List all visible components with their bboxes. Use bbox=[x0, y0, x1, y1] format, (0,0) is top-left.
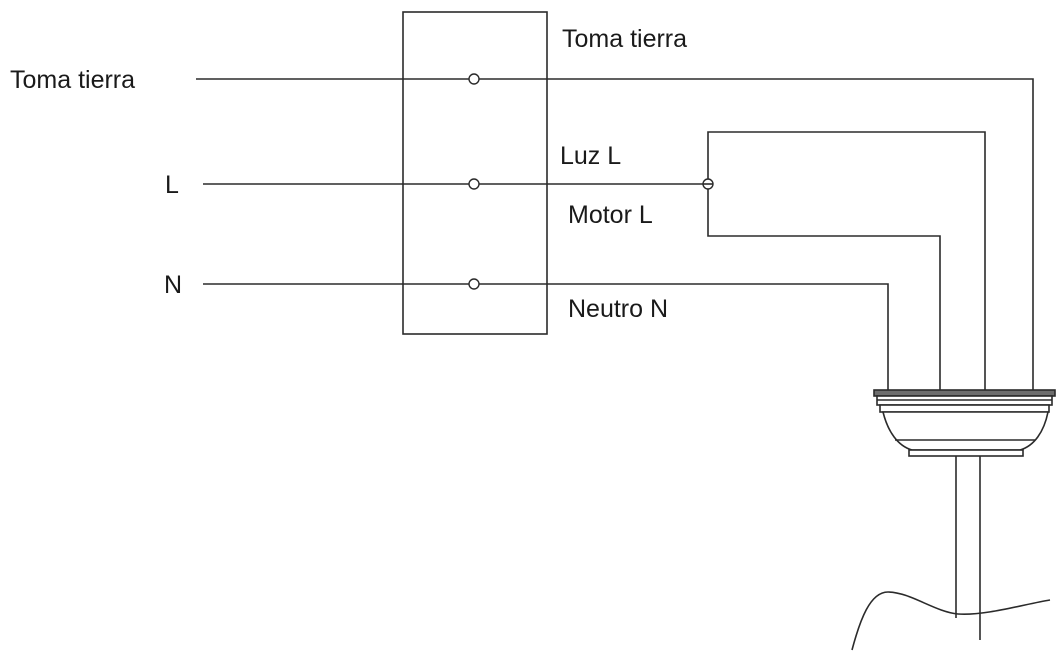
ground-output-wire bbox=[474, 78, 1034, 392]
ground-output-label: Toma tierra bbox=[562, 25, 687, 53]
ground-terminal bbox=[468, 73, 480, 85]
neutral-output-label: Neutro N bbox=[568, 295, 668, 323]
canopy-dome bbox=[881, 411, 1049, 451]
motor-output-label: Motor L bbox=[568, 201, 653, 229]
line-input-label: L bbox=[165, 171, 179, 199]
canopy-top-plate bbox=[873, 389, 1056, 397]
light-line-wire bbox=[707, 131, 986, 392]
neutral-output-wire bbox=[474, 283, 889, 392]
canopy-band bbox=[879, 404, 1050, 413]
motor-line-wire bbox=[707, 184, 941, 392]
canopy-collar bbox=[908, 449, 1024, 457]
control-box bbox=[402, 11, 548, 335]
line-terminal bbox=[468, 178, 480, 190]
ceiling-break-line bbox=[851, 591, 1051, 651]
neutral-terminal bbox=[468, 278, 480, 290]
ground-input-label: Toma tierra bbox=[10, 66, 135, 94]
fan-canopy bbox=[873, 389, 1056, 457]
light-output-label: Luz L bbox=[560, 142, 621, 170]
neutral-input-label: N bbox=[164, 271, 182, 299]
